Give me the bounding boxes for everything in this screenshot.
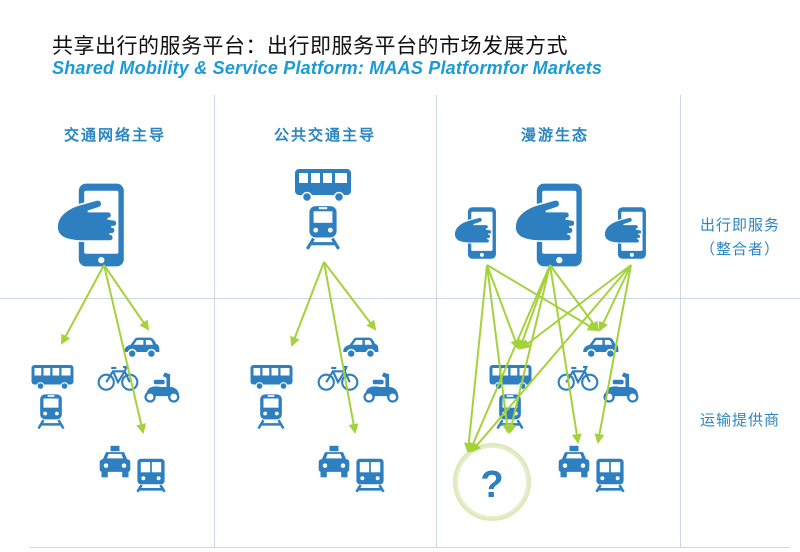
bus-icon <box>30 364 75 390</box>
page-subtitle: Shared Mobility & Service Platform: MAAS… <box>52 58 603 78</box>
page-title: 共享出行的服务平台：出行即服务平台的市场发展方式 <box>52 34 568 58</box>
train-icon <box>37 393 65 430</box>
arrows-network <box>61 264 150 434</box>
taxi-icon <box>318 445 350 478</box>
arrows-roaming <box>463 264 632 453</box>
car-icon <box>123 336 161 359</box>
column-header-network: 交通网络主导 <box>63 126 166 144</box>
train-icon <box>305 204 341 250</box>
car-icon <box>582 336 620 359</box>
row-label-providers: 运输提供商 <box>699 411 780 429</box>
question-icon: ? <box>453 443 531 521</box>
smartphone-icon <box>603 206 647 260</box>
train-icon <box>257 393 285 430</box>
taxi-icon <box>99 445 131 478</box>
bicycle-icon <box>557 365 599 391</box>
smartphone-icon <box>56 182 125 268</box>
scooter-icon <box>144 371 181 403</box>
bottom-divider <box>30 547 790 548</box>
arrows-public-transit <box>290 261 377 434</box>
row-label-integrator-line1: 出行即服务 <box>699 216 780 234</box>
tram-icon <box>355 457 385 493</box>
column-header-public-transit: 公共交通主导 <box>273 126 376 144</box>
scooter-icon <box>363 371 400 403</box>
taxi-icon <box>558 445 590 478</box>
column-divider <box>680 95 681 547</box>
bus-icon <box>249 364 294 390</box>
column-divider <box>214 95 215 547</box>
question-mark: ? <box>480 464 503 506</box>
column-header-roaming: 漫游生态 <box>520 126 589 144</box>
tram-icon <box>136 457 166 493</box>
row-label-integrator-line2: （整合者） <box>699 240 780 258</box>
column-divider <box>436 95 437 547</box>
smartphone-icon <box>514 182 583 268</box>
bicycle-icon <box>317 365 359 391</box>
row-label-integrator: 出行即服务 （整合者） <box>688 213 792 261</box>
tram-icon <box>595 457 625 493</box>
row-divider <box>0 298 800 299</box>
smartphone-icon <box>453 206 497 260</box>
car-icon <box>342 336 380 359</box>
bus-icon <box>294 168 352 203</box>
